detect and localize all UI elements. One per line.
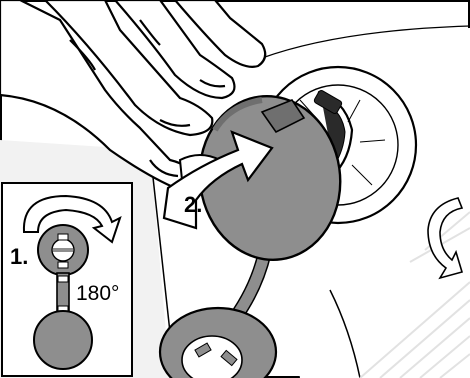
- step-two-label: 2.: [184, 192, 202, 217]
- inset-cap-top: [38, 225, 88, 275]
- inset-tether: [57, 273, 69, 313]
- inset-panel: 1. 180°: [2, 183, 132, 376]
- inset-cap-bottom: [34, 311, 92, 369]
- step-one-label: 1.: [10, 244, 28, 269]
- rotation-label: 180°: [76, 282, 119, 305]
